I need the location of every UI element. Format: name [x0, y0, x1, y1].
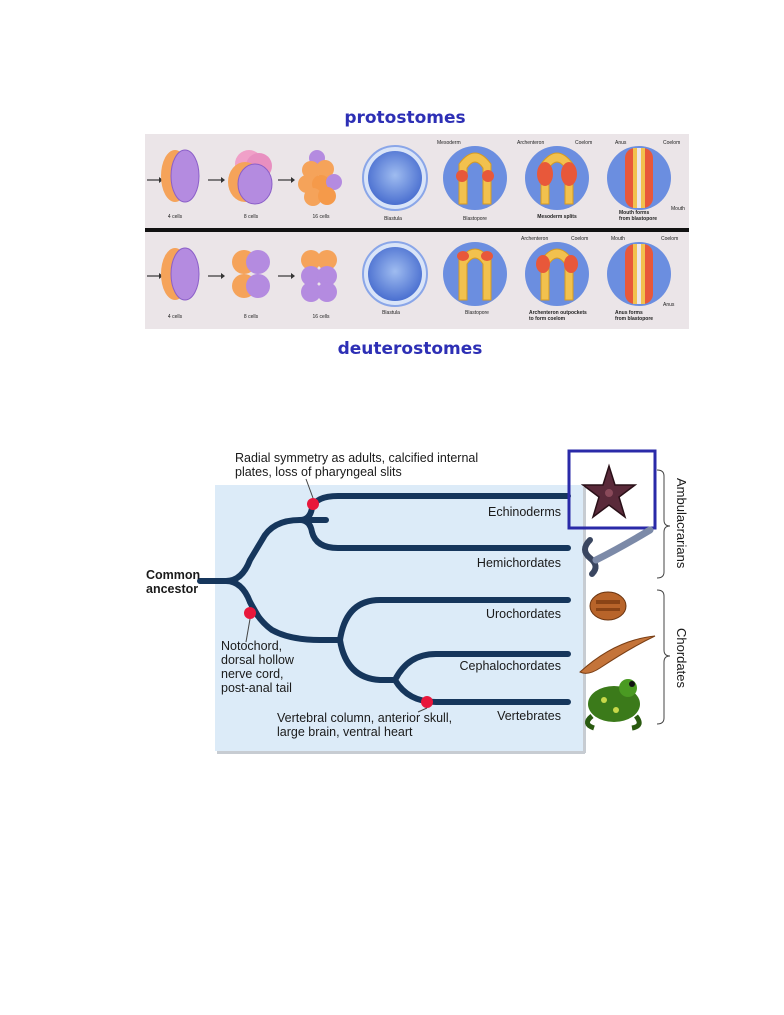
clade-brackets [656, 469, 671, 725]
acorn-worm-icon [582, 526, 654, 577]
embryo-4-cells [161, 247, 200, 301]
label-mesoderm-splits: Mesoderm splits [537, 214, 577, 220]
callout-coelom-2: Coelom [663, 140, 680, 146]
label-16-cells: 16 cells [313, 214, 330, 220]
taxon-cephalochordates: Cephalochordates [460, 659, 561, 673]
echinoderm-node [307, 498, 319, 510]
vertebrate-node [421, 696, 433, 708]
callout-coelom-2: Coelom [661, 236, 678, 242]
chordate-trait-note-2: dorsal hollow [221, 653, 295, 667]
label-8-cells: 8 cells [244, 214, 259, 220]
echinoderm-trait-note: Radial symmetry as adults, calcified int… [235, 451, 478, 465]
embryo-mesoderm-splits [525, 146, 589, 210]
deuterostomes-title: deuterostomes [337, 339, 483, 359]
frog-icon [585, 679, 642, 731]
label-4-cells: 4 cells [168, 314, 183, 320]
vertebrate-trait-note-2: large brain, ventral heart [277, 725, 413, 739]
protostomes-title: protostomes [344, 108, 466, 128]
label-blastopore: Blastopore [465, 310, 489, 316]
label-archenteron-outpockets: Archenteron outpockets [529, 310, 587, 316]
label-anus-forms: Anus forms [615, 310, 643, 316]
label-8-cells: 8 cells [244, 314, 259, 320]
label-from-blastopore: from blastopore [619, 216, 657, 222]
embryo-blastula [362, 145, 428, 211]
protostome-labels: 4 cells 8 cells 16 cells Blastula Blasto… [168, 140, 685, 222]
annotation-leaders [245, 478, 428, 713]
chordates-bracket [656, 589, 671, 725]
ambulacrarians-label: Ambulacrarians [674, 478, 689, 569]
callout-mouth: Mouth [671, 206, 685, 212]
deuterostome-labels: 4 cells 8 cells 16 cells Blastula Blasto… [168, 236, 678, 322]
label-blastula: Blastula [384, 216, 402, 222]
callout-archenteron: Archenteron [517, 140, 544, 146]
label-from-blastopore: from blastopore [615, 316, 653, 322]
tree-panel [215, 485, 583, 751]
callout-anus: Anus [615, 140, 627, 146]
arrow-icon [208, 177, 225, 183]
callout-mesoderm: Mesoderm [437, 140, 461, 146]
chordates-label: Chordates [674, 628, 689, 688]
label-to-form-coelom: to form coelom [529, 316, 566, 322]
chordate-trait-note: Notochord, [221, 639, 282, 653]
callout-coelom: Coelom [575, 140, 592, 146]
ambulacrarians-bracket [656, 469, 671, 579]
embryo-blastula [362, 241, 428, 307]
taxon-echinoderms: Echinoderms [488, 505, 561, 519]
tree-nodes [244, 498, 433, 708]
embryo-gastrula [443, 146, 507, 210]
chordate-node [244, 607, 256, 619]
embryo-16-cells [298, 150, 342, 206]
taxon-urochordates: Urochordates [486, 607, 561, 621]
arrow-icon [278, 273, 295, 279]
callout-coelom: Coelom [571, 236, 588, 242]
taxon-vertebrates: Vertebrates [497, 709, 561, 723]
label-4-cells: 4 cells [168, 214, 183, 220]
arrow-icon [208, 273, 225, 279]
protostome-row: 4 cells 8 cells 16 cells Blastula Blasto… [147, 140, 685, 222]
lancelet-icon [579, 635, 656, 674]
embryo-8-cells [228, 150, 273, 205]
label-mouth-forms: Mouth forms [619, 210, 649, 216]
common-ancestor-label: Common [146, 568, 200, 582]
embryo-archenteron-outpockets [525, 242, 589, 306]
embryo-4-cells [161, 149, 200, 203]
embryo-development-figure: 4 cells 8 cells 16 cells Blastula Blasto… [145, 134, 689, 329]
arrow-icon [278, 177, 295, 183]
vertebrate-trait-note: Vertebral column, anterior skull, [277, 711, 452, 725]
clade-labels: Ambulacrarians Chordates [674, 478, 689, 688]
tunicate-icon [589, 591, 627, 621]
callout-anus: Anus [663, 302, 675, 308]
arrow-icon [147, 177, 163, 183]
chordate-trait-note-4: post-anal tail [221, 681, 292, 695]
echinoderm-trait-note-2: plates, loss of pharyngeal slits [235, 465, 402, 479]
embryo-16-cells [301, 250, 337, 302]
common-ancestor-label-2: ancestor [146, 582, 198, 596]
chordate-trait-note-3: nerve cord, [221, 667, 284, 681]
callout-archenteron: Archenteron [521, 236, 548, 242]
embryo-8-cells [232, 250, 270, 298]
embryo-anus-forms [607, 242, 671, 306]
embryo-mouth-forms [607, 146, 671, 210]
label-blastula: Blastula [382, 310, 400, 316]
arrow-icon [147, 273, 163, 279]
label-16-cells: 16 cells [313, 314, 330, 320]
tree-labels: Common ancestor Radial symmetry as adult… [146, 451, 561, 739]
starfish-icon [580, 463, 638, 519]
deuterostome-row: 4 cells 8 cells 16 cells Blastula Blasto… [147, 236, 678, 322]
callout-mouth: Mouth [611, 236, 625, 242]
embryo-gastrula [443, 242, 507, 306]
taxon-hemichordates: Hemichordates [477, 556, 561, 570]
echinoderm-highlight-box [567, 449, 657, 530]
label-blastopore: Blastopore [463, 216, 487, 222]
